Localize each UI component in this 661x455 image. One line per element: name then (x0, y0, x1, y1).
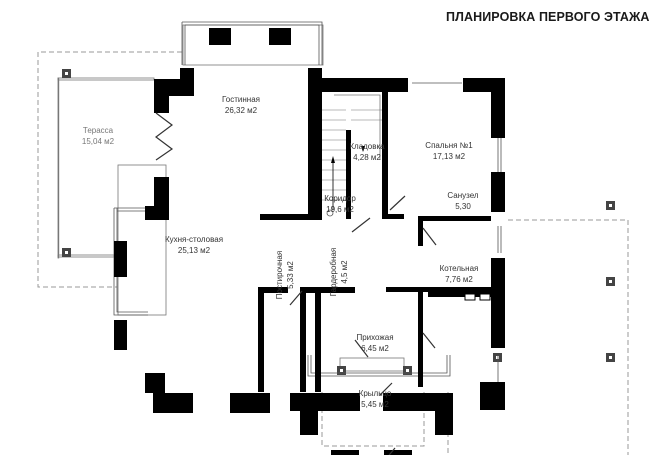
column-markers (62, 69, 615, 375)
room-area: 5,33 м2 (286, 261, 295, 289)
room-area: 4,5 м2 (340, 260, 349, 284)
room-area: 4,28 м2 (353, 153, 381, 162)
room-label-living: Гостинная 26,32 м2 (222, 94, 260, 116)
room-area: 17,13 м2 (432, 152, 466, 161)
room-area: 7,76 м2 (445, 275, 473, 284)
room-name: Прихожая (356, 333, 394, 342)
room-name: Крыльцо (358, 389, 392, 398)
room-label-laundry: Постирочная 5,33 м2 (274, 251, 296, 299)
room-label-bathroom: Санузел 5,30 (447, 190, 478, 212)
room-label-kitchen: Кухня-столовая 25,13 м2 (165, 234, 223, 256)
room-area: 6,45 м2 (361, 344, 389, 353)
room-area: 5,45 м2 (361, 400, 389, 409)
room-name: Котельная (439, 264, 479, 273)
room-name: Спальня №1 (425, 141, 473, 150)
room-label-wardrobe: Гардеробная 4,5 м2 (328, 248, 350, 296)
room-area: 19,6 м2 (326, 205, 354, 214)
room-label-terrace: Терасса 15,04 м2 (82, 125, 114, 147)
plan-title: ПЛАНИРОВКА ПЕРВОГО ЭТАЖА (446, 10, 650, 24)
room-label-hall: Прихожая 6,45 м2 (356, 332, 393, 354)
room-area: 26,32 м2 (224, 106, 258, 115)
room-name: Терасса (82, 126, 114, 135)
room-name: Кухня-столовая (164, 235, 224, 244)
room-area: 5,30 (455, 202, 471, 211)
walls (114, 28, 505, 455)
room-name: Постирочная (275, 250, 284, 300)
room-name: Гардеробная (329, 247, 338, 297)
room-name: Гостинная (222, 95, 260, 104)
room-area: 25,13 м2 (177, 246, 211, 255)
room-area: 15,04 м2 (81, 137, 115, 146)
doors (155, 112, 437, 455)
room-name: Коридор (324, 194, 356, 203)
room-label-storage: Кладовка 4,28 м2 (349, 141, 384, 163)
room-label-porch: Крыльцо 5,45 м2 (359, 388, 392, 410)
room-label-corridor: Коридор 19,6 м2 (324, 193, 356, 215)
room-label-bedroom1: Спальня №1 17,13 м2 (425, 140, 472, 162)
room-name: Кладовка (349, 142, 385, 151)
room-label-boiler: Котельная 7,76 м2 (440, 263, 479, 285)
room-name: Санузел (447, 191, 479, 200)
